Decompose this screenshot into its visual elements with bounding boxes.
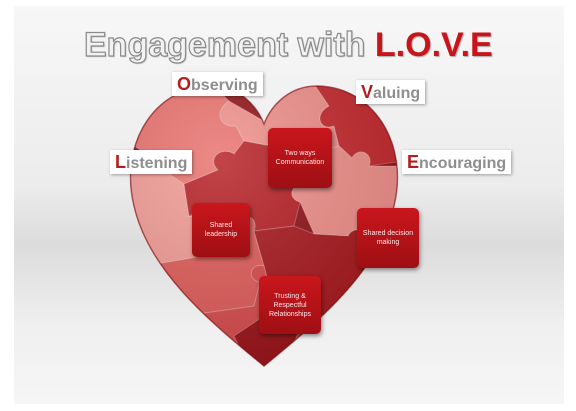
tag-listening-initial: L bbox=[115, 152, 126, 172]
box-communication: Two ways Communication bbox=[268, 128, 332, 188]
title-highlight: L.O.V.E bbox=[374, 26, 493, 64]
tag-encouraging-initial: E bbox=[407, 152, 420, 172]
tag-listening-rest: istening bbox=[126, 155, 188, 172]
slide: Engagement with L.O.V.E bbox=[14, 6, 564, 404]
tag-observing: Observing bbox=[172, 72, 263, 96]
title: Engagement with L.O.V.E bbox=[83, 22, 554, 68]
box-decision: Shared decision making bbox=[357, 208, 419, 268]
tag-listening: Listening bbox=[110, 150, 193, 174]
tag-observing-rest: bserving bbox=[191, 77, 258, 94]
tag-valuing-initial: V bbox=[361, 82, 374, 102]
box-relationships: Trusting & Respectful Relationships bbox=[259, 276, 321, 334]
tag-encouraging-rest: ncouraging bbox=[419, 155, 507, 172]
tag-valuing: Valuing bbox=[356, 80, 426, 104]
tag-valuing-rest: aluing bbox=[373, 85, 421, 102]
tag-encouraging: Encouraging bbox=[402, 150, 512, 174]
title-main: Engagement with bbox=[83, 25, 375, 64]
box-leadership: Shared leadership bbox=[192, 203, 250, 257]
tag-observing-initial: O bbox=[177, 74, 192, 94]
